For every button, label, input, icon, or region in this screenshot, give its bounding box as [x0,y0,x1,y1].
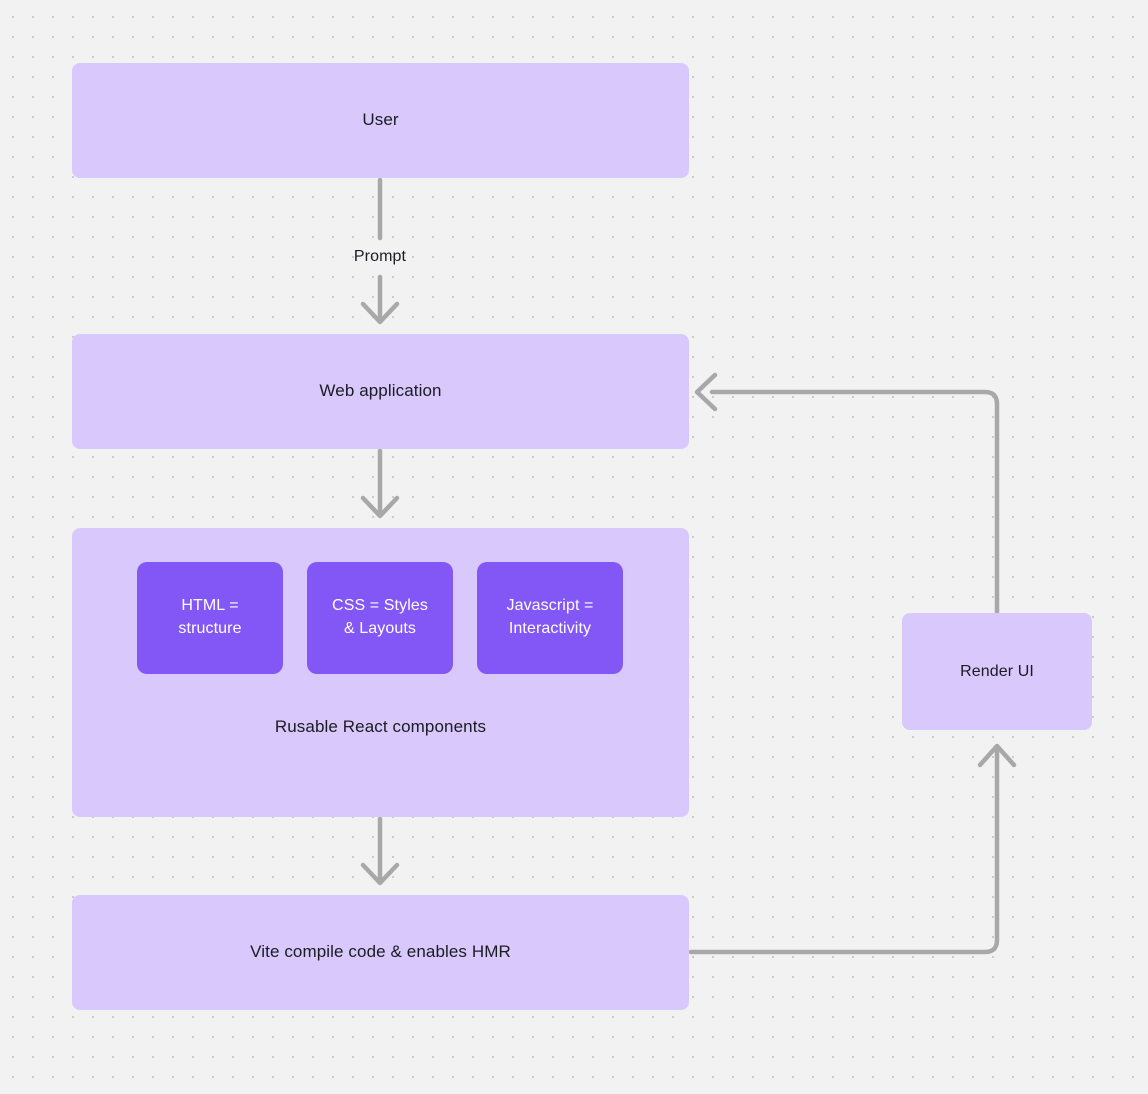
edge-arrowhead-vite [360,862,400,886]
chip-html-line1: HTML = [181,597,239,615]
node-web-application[interactable]: Web application [72,334,689,449]
chip-html[interactable]: HTML = structure [137,562,283,674]
edge-render-to-webapp [709,389,1000,616]
node-vite-compile[interactable]: Vite compile code & enables HMR [72,895,689,1010]
chip-javascript[interactable]: Javascript = Interactivity [477,562,623,674]
node-render-ui-label: Render UI [960,662,1034,680]
edge-arrowhead-webapp [360,301,400,325]
edge-arrowhead-components [360,495,400,519]
node-web-application-label: Web application [319,381,442,401]
chip-html-line2: structure [178,620,242,637]
chip-javascript-line1: Javascript = [506,597,594,615]
chip-javascript-line2: Interactivity [508,620,592,637]
chip-css-line1: CSS = Styles [332,597,428,615]
edge-arrowhead-webapp-return [694,372,718,412]
node-render-ui[interactable]: Render UI [902,613,1092,730]
node-user[interactable]: User [72,63,689,178]
edge-label-prompt: Prompt [353,248,407,265]
chip-css[interactable]: CSS = Styles & Layouts [307,562,453,674]
node-reusable-react-components-label: Rusable React components [274,717,487,736]
chip-row: HTML = structure CSS = Styles & Layouts … [137,562,623,674]
node-vite-compile-label: Vite compile code & enables HMR [250,942,511,962]
node-user-label: User [362,110,399,130]
edge-arrowhead-render [977,743,1017,768]
edge-vite-to-render [688,745,1000,955]
node-reusable-react-components[interactable]: HTML = structure CSS = Styles & Layouts … [72,528,689,817]
chip-css-line2: & Layouts [343,620,417,637]
